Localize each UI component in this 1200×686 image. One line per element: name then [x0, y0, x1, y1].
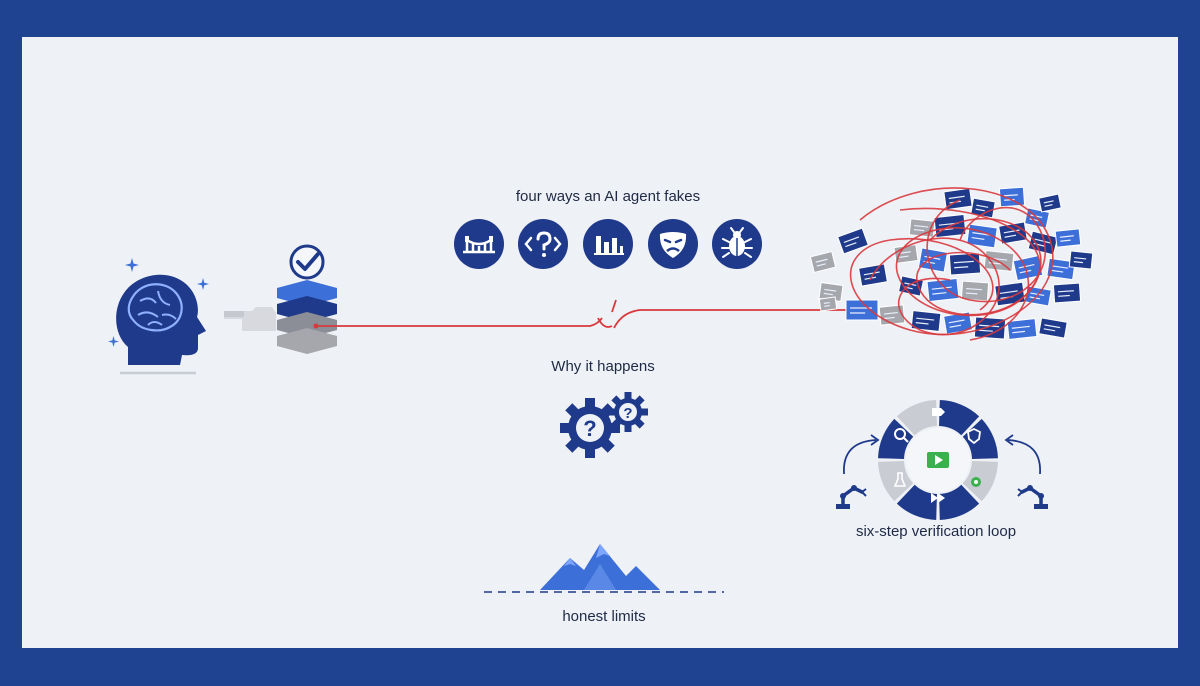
output-card — [960, 280, 990, 302]
output-card — [837, 227, 869, 255]
output-card — [1068, 250, 1094, 270]
svg-text:?: ? — [583, 416, 596, 441]
tangled-output-cluster — [809, 186, 1094, 341]
bar-chart-icon — [583, 219, 633, 269]
code-question-icon — [518, 219, 568, 269]
flask-icon — [893, 472, 907, 487]
gear-icon — [971, 477, 981, 487]
drama-mask-icon — [648, 219, 698, 269]
loop-segment — [896, 484, 937, 520]
tangle-line — [926, 199, 1046, 303]
svg-text:?: ? — [623, 405, 632, 422]
loop-segment — [962, 418, 998, 459]
loop-segment — [878, 418, 914, 459]
output-card — [926, 277, 960, 303]
bug-icon — [712, 219, 762, 269]
fakes-title: four ways an AI agent fakes — [515, 188, 701, 205]
output-card — [1027, 230, 1059, 256]
loop-segment — [939, 400, 980, 436]
search-icon — [894, 428, 909, 443]
brain-head-icon — [116, 274, 206, 375]
pointing-hand-icon — [224, 307, 276, 331]
robot-arm-icon — [836, 485, 867, 509]
play-icon — [927, 452, 949, 468]
tangle-line — [895, 207, 1041, 341]
output-card — [845, 299, 879, 321]
mountain-limits-icon — [484, 544, 724, 593]
output-card — [1006, 318, 1038, 340]
output-card — [1038, 193, 1062, 213]
loop-segment — [896, 400, 937, 436]
tag-icon — [932, 408, 945, 416]
output-card — [809, 250, 837, 274]
verified-stack-icon — [277, 244, 337, 354]
loop-segment — [878, 461, 914, 502]
fast-forward-icon — [931, 493, 945, 503]
output-card — [818, 296, 838, 312]
output-card — [878, 304, 906, 326]
loop-arrow-left — [843, 434, 880, 475]
loop-segment — [939, 484, 980, 520]
tangle-line — [869, 237, 1000, 336]
bridge-icon — [454, 219, 504, 269]
verification-loop-wheel — [878, 400, 998, 520]
output-card — [1038, 317, 1068, 339]
sparkle-icon — [108, 336, 119, 347]
loop-title: six-step verification loop — [855, 523, 1017, 540]
shield-icon — [967, 427, 981, 445]
output-card — [910, 310, 942, 332]
output-card — [917, 247, 949, 273]
tangle-line — [849, 187, 1054, 336]
limits-title: honest limits — [562, 608, 646, 625]
loop-arrow-right — [1004, 434, 1041, 475]
sparkle-icon — [197, 278, 209, 290]
output-card — [948, 252, 982, 276]
output-card — [1046, 257, 1076, 281]
output-card — [1052, 282, 1082, 304]
output-card — [1054, 228, 1082, 248]
sparkle-icon — [125, 258, 139, 272]
gears-question-icon: ? ? — [560, 392, 648, 458]
why-title: Why it happens — [551, 358, 655, 375]
robot-arm-icon — [1017, 485, 1048, 509]
output-card — [998, 186, 1026, 208]
